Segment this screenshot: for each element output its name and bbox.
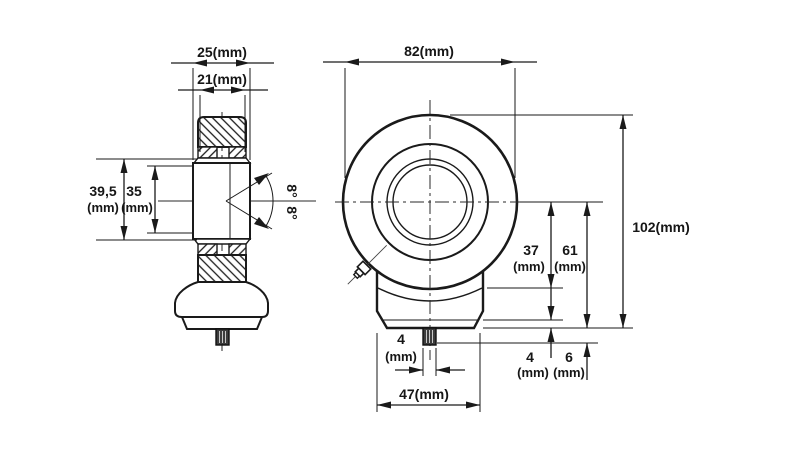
- ball-section: [192, 162, 251, 240]
- dim-height-outer: 39,5 (mm): [87, 158, 197, 241]
- dim-width-inner-label: 21(mm): [197, 71, 247, 87]
- dim-height-outer-unit: (mm): [87, 200, 119, 215]
- dim-center-to-bottom-value: 61: [562, 242, 578, 258]
- housing-bottom-section: [197, 254, 247, 283]
- dim-width-outer: 25(mm): [171, 44, 274, 160]
- dim-center-to-shoulder-unit: (mm): [513, 259, 545, 274]
- dim-width-outer-label: 25(mm): [197, 44, 247, 60]
- dim-width-outer-arrows: [193, 59, 250, 67]
- dim-center-to-shoulder-value: 37: [523, 242, 539, 258]
- tilt-angle-dimension: 8° 8°: [225, 172, 300, 230]
- dim-eye-diameter-label: 82(mm): [404, 43, 454, 59]
- side-mounting-stud: [215, 328, 230, 346]
- dim-height-inner-arrows: [151, 166, 159, 233]
- front-view: 82(mm) 102(mm) 37: [323, 43, 690, 412]
- dim-center-to-shoulder-arrows: [547, 202, 555, 288]
- dim-stud-width-unit: (mm): [385, 349, 417, 364]
- dim-height-outer-arrows: [120, 159, 128, 240]
- dim-total-height-label: 102(mm): [632, 219, 690, 235]
- dim-base-width: 47(mm): [376, 333, 481, 412]
- grease-nipple-icon: [347, 245, 387, 285]
- dim-stud-length-unit: (mm): [553, 365, 585, 380]
- dim-center-to-bottom: 61 (mm): [554, 202, 591, 328]
- lower-ring-band: [192, 238, 252, 256]
- dim-total-height: 102(mm): [619, 115, 690, 328]
- tilt-angle-lower-label: 8°: [284, 206, 300, 219]
- extension-lines: [437, 114, 633, 344]
- dim-height-inner: 35 (mm): [121, 165, 193, 234]
- dim-stud-length: 6 (mm): [553, 343, 591, 380]
- dim-center-to-shoulder: 37 (mm): [513, 202, 555, 320]
- dim-base-width-arrows: [377, 401, 480, 409]
- upper-ring-band: [192, 146, 252, 164]
- dim-total-height-arrows: [619, 115, 627, 328]
- dim-stud-width-value: 4: [397, 331, 405, 347]
- weld-base: [174, 281, 269, 330]
- dim-height-outer-value: 39,5: [89, 183, 116, 199]
- front-mounting-stud: [422, 327, 437, 346]
- side-view: 25(mm) 21(mm) 39,5 (mm): [87, 44, 316, 352]
- dim-width-inner: 21(mm): [178, 71, 268, 152]
- dim-width-inner-arrows: [200, 86, 245, 94]
- dim-base-chamfer-value: 4: [526, 349, 534, 365]
- dim-height-inner-value: 35: [126, 183, 142, 199]
- dim-center-to-bottom-arrows: [583, 202, 591, 328]
- dim-base-chamfer: 4 (mm): [517, 306, 555, 380]
- dim-eye-diameter: 82(mm): [323, 43, 537, 178]
- dim-height-inner-unit: (mm): [121, 200, 153, 215]
- housing-top-section: [197, 116, 247, 148]
- dim-stud-length-value: 6: [565, 349, 573, 365]
- tilt-angle-upper-label: 8°: [284, 184, 300, 197]
- dim-stud-width: 4 (mm): [385, 331, 465, 376]
- dim-base-width-label: 47(mm): [399, 386, 449, 402]
- dim-stud-width-arrows: [409, 366, 450, 374]
- tilt-angle-arrows: [254, 173, 269, 229]
- dim-eye-diameter-arrows: [345, 58, 515, 66]
- dim-center-to-bottom-unit: (mm): [554, 259, 586, 274]
- dim-base-chamfer-unit: (mm): [517, 365, 549, 380]
